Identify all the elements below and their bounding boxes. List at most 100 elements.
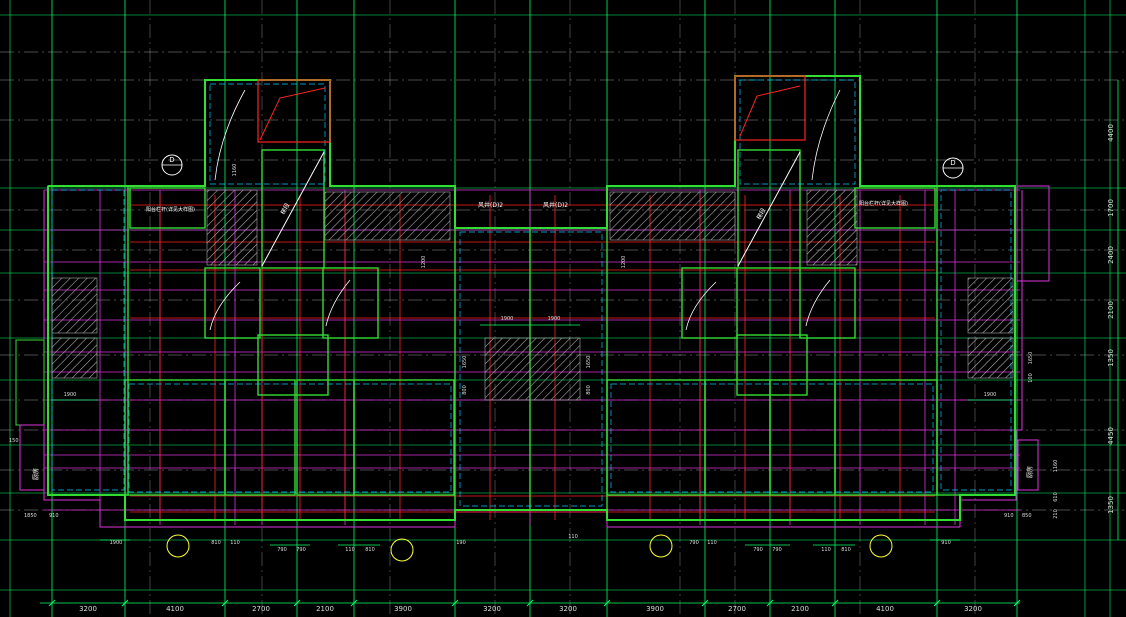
bottom-dim-label: 2100 bbox=[316, 605, 334, 613]
right-dim-label: 2400 bbox=[1107, 246, 1115, 264]
stair-diagonal bbox=[737, 151, 801, 267]
center-side-dim: 800 bbox=[586, 385, 592, 395]
hatched-area bbox=[206, 189, 258, 266]
inner-wall-dashed bbox=[128, 383, 452, 493]
svg-text:D: D bbox=[169, 156, 174, 164]
bottom-dim-label: 2700 bbox=[252, 605, 270, 613]
center-side-dim: 800 bbox=[462, 385, 468, 395]
upper-side-dim: 1160 bbox=[232, 164, 238, 177]
center-top-dim: 1900 bbox=[501, 316, 514, 322]
bottom-dim-label: 3200 bbox=[483, 605, 501, 613]
room-wall bbox=[204, 267, 261, 339]
right-kitchen-box bbox=[1017, 439, 1039, 491]
bottom-dim-label: 3900 bbox=[646, 605, 664, 613]
shaft-tag: 风井(D)2 bbox=[478, 201, 503, 209]
bottom-small-dim: 790 bbox=[277, 547, 287, 553]
hatched-area bbox=[609, 191, 736, 241]
room-wall bbox=[261, 149, 325, 269]
dimension-tick bbox=[603, 599, 611, 607]
dimension-tick bbox=[831, 599, 839, 607]
shaft-red bbox=[734, 75, 806, 141]
balcony-note: 阳台栏杆(详见大样图) bbox=[859, 200, 908, 207]
inner-wall-dashed bbox=[459, 231, 603, 507]
inner-wall-dashed bbox=[209, 83, 326, 185]
outer-wall bbox=[47, 75, 1016, 521]
shaft-red bbox=[257, 79, 331, 143]
right-small-dim: 210 bbox=[1053, 509, 1059, 519]
room-wall bbox=[936, 185, 1016, 496]
right-mid-dim: 1900 bbox=[984, 392, 997, 398]
opening-curve bbox=[209, 281, 241, 331]
dimension-tick bbox=[121, 599, 129, 607]
room-wall bbox=[454, 227, 608, 511]
bottom-small-dim: 790 bbox=[753, 547, 763, 553]
shaft-tags: 风井(D)2 风井(D)2 bbox=[478, 201, 568, 209]
balcony-notes: 阳台栏杆(详见大样图) 阳台栏杆(详见大样图) bbox=[146, 200, 908, 213]
bottom-small-dim: 810 bbox=[211, 540, 221, 546]
left-small-dim: 150 bbox=[9, 438, 19, 444]
bottom-axis-circles bbox=[166, 534, 893, 562]
bottom-dim-label: 3200 bbox=[559, 605, 577, 613]
bottom-small-dim: 1900 bbox=[110, 540, 123, 546]
hatched-area bbox=[324, 191, 451, 241]
dimension-tick bbox=[766, 599, 774, 607]
bottom-dim-label: 2100 bbox=[791, 605, 809, 613]
side-tag: 厨房 bbox=[1026, 466, 1034, 478]
left-kitchen-box bbox=[19, 424, 45, 491]
opening-curve bbox=[214, 89, 246, 181]
dimension-tick bbox=[526, 599, 534, 607]
right-dim-label: 1350 bbox=[1107, 349, 1115, 367]
right-small-dim: 610 bbox=[1053, 492, 1059, 502]
center-top-dim: 1900 bbox=[548, 316, 561, 322]
opening-curve bbox=[685, 281, 717, 331]
bottom-small-dim: 810 bbox=[365, 547, 375, 553]
bottom-small-dim: 110 bbox=[707, 540, 717, 546]
center-side-dim: 1650 bbox=[462, 356, 468, 369]
axis-circle bbox=[166, 534, 190, 558]
room-wall bbox=[47, 185, 129, 496]
bottom-small-dim: 790 bbox=[772, 547, 782, 553]
side-tag: 厨房 bbox=[32, 468, 40, 480]
upper-side-dim: 1200 bbox=[621, 256, 627, 269]
hatched-area bbox=[806, 189, 858, 266]
axis-circle bbox=[390, 538, 414, 562]
bottom-dim-label: 4100 bbox=[876, 605, 894, 613]
axis-bubble-right: D bbox=[942, 157, 964, 179]
axis-circle bbox=[649, 534, 673, 558]
shaft-red-diagonal bbox=[259, 87, 326, 141]
balcony-note: 阳台栏杆(详见大样图) bbox=[146, 206, 195, 213]
room-wall bbox=[799, 267, 856, 339]
hatched-area bbox=[51, 337, 98, 379]
right-small-dim: 850 bbox=[1022, 513, 1032, 519]
bottom-small-dim: 810 bbox=[841, 547, 851, 553]
dimension-tick bbox=[221, 599, 229, 607]
room-wall bbox=[353, 379, 455, 496]
inner-wall-dashed bbox=[739, 79, 856, 185]
room-wall bbox=[736, 334, 808, 396]
axis-circle bbox=[869, 534, 893, 558]
bottom-small-dim: 190 bbox=[456, 540, 466, 546]
dimension-tick bbox=[701, 599, 709, 607]
hatched-area bbox=[484, 337, 581, 401]
center-side-dim: 1650 bbox=[586, 356, 592, 369]
opening-curve bbox=[805, 279, 831, 327]
shaft-tag: 风井(D)2 bbox=[543, 201, 568, 209]
bottom-small-dim: 110 bbox=[345, 547, 355, 553]
dimension-tick bbox=[1013, 599, 1021, 607]
dimension-tick bbox=[48, 599, 56, 607]
opening-curve bbox=[325, 279, 351, 327]
bottom-dimension-row: 3200 4100 2700 2100 3900 3200 3200 3900 … bbox=[79, 605, 982, 613]
dimension-tick bbox=[933, 599, 941, 607]
dimension-tick bbox=[293, 599, 301, 607]
right-dim-label: 2100 bbox=[1107, 301, 1115, 319]
room-wall bbox=[257, 334, 329, 396]
room-wall bbox=[224, 379, 296, 496]
hatched-area bbox=[967, 337, 1014, 379]
hatched-area bbox=[967, 277, 1014, 334]
right-dim-label: 4400 bbox=[1107, 124, 1115, 142]
center-dims: 1900 1900 1650 1650 800 800 1900 1900 11… bbox=[64, 164, 997, 398]
room-wall bbox=[322, 267, 379, 339]
bottom-small-dim: 910 bbox=[941, 540, 951, 546]
bottom-small-dim: 110 bbox=[821, 547, 831, 553]
